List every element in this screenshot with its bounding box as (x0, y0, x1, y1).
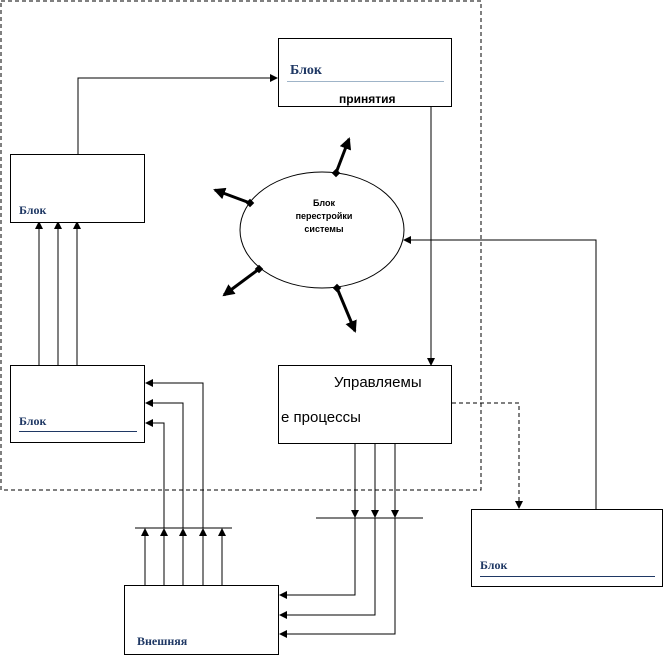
left-lower-block: Блок (10, 365, 145, 443)
bus-to-external-1 (279, 518, 356, 599)
decision-block-subtitle: принятия (339, 92, 396, 106)
right-block-title: Блок (480, 558, 508, 572)
processes-line-2: е процессы (281, 409, 361, 426)
processes-block: Управляемы е процессы (278, 365, 452, 444)
connector-right-to-restructure (403, 236, 597, 509)
bus-to-lower-3 (145, 419, 165, 528)
restructure-line-3: системы (304, 224, 344, 234)
radial-arrow-bottom-right (335, 287, 357, 333)
connector-left-to-decision (77, 74, 278, 154)
left-upper-block-title: Блок (19, 203, 47, 217)
restructure-ellipse (239, 171, 405, 289)
restructure-label: Блок перестройки системы (274, 197, 374, 236)
decision-block-underline (287, 81, 444, 82)
right-block: Блок (471, 509, 663, 587)
right-block-underline (480, 576, 655, 577)
external-block: Внешняя (124, 585, 279, 655)
radial-arrow-left (213, 187, 251, 205)
connector-processes-to-right (452, 402, 523, 509)
restructure-line-2: перестройки (295, 211, 353, 221)
left-lower-block-underline (19, 431, 137, 432)
restructure-line-1: Блок (312, 198, 336, 208)
left-lower-block-title: Блок (19, 414, 47, 428)
external-block-title: Внешняя (137, 634, 188, 648)
bus-to-lower-1 (145, 379, 204, 528)
decision-block: Блок принятия (278, 38, 452, 107)
bus-to-external-2 (279, 518, 376, 619)
radial-arrow-bottom-left (222, 267, 260, 297)
processes-line-1: Управляемы (334, 374, 422, 391)
decision-block-title: Блок (290, 63, 322, 78)
system-boundary (0, 0, 482, 491)
bus-to-external-3 (279, 518, 396, 638)
radial-arrow-top (334, 137, 352, 174)
bus-to-lower-2 (145, 399, 184, 528)
left-upper-block: Блок (10, 154, 145, 223)
